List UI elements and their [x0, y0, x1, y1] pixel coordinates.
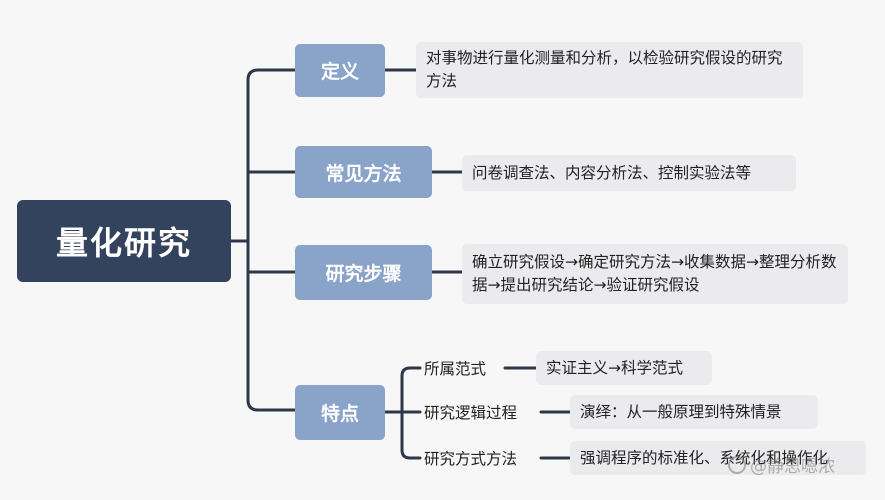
- common-methods-detail: 问卷调查法、内容分析法、控制实验法等: [462, 155, 796, 191]
- watermark-text: @静思嗯浓: [750, 457, 835, 477]
- sub-methods-approach: 研究方式方法: [424, 450, 518, 468]
- research-steps-detail: 确立研究假设→确定研究方法→收集数据→整理分析数据→提出研究结论→验证研究假设: [462, 244, 848, 304]
- branch-characteristics: 特点: [295, 385, 385, 440]
- definition-detail: 对事物进行量化测量和分析，以检验研究假设的研究方法: [416, 42, 803, 98]
- sub-paradigm: 所属范式: [424, 360, 487, 378]
- watermark: @静思嗯浓: [728, 452, 835, 477]
- logic-process-detail: 演绎：从一般原理到特殊情景: [570, 395, 818, 429]
- branch-research-steps: 研究步骤: [295, 245, 432, 300]
- branch-definition: 定义: [295, 44, 385, 97]
- sub-logic-process: 研究逻辑过程: [424, 404, 518, 422]
- root-topic: 量化研究: [17, 200, 231, 282]
- methods-approach-detail: 强调程序的标准化、系统化和操作化: [570, 441, 866, 475]
- paradigm-detail: 实证主义→科学范式: [536, 351, 712, 385]
- branch-common-methods: 常见方法: [295, 146, 432, 198]
- watermark-logo-icon: [728, 455, 746, 474]
